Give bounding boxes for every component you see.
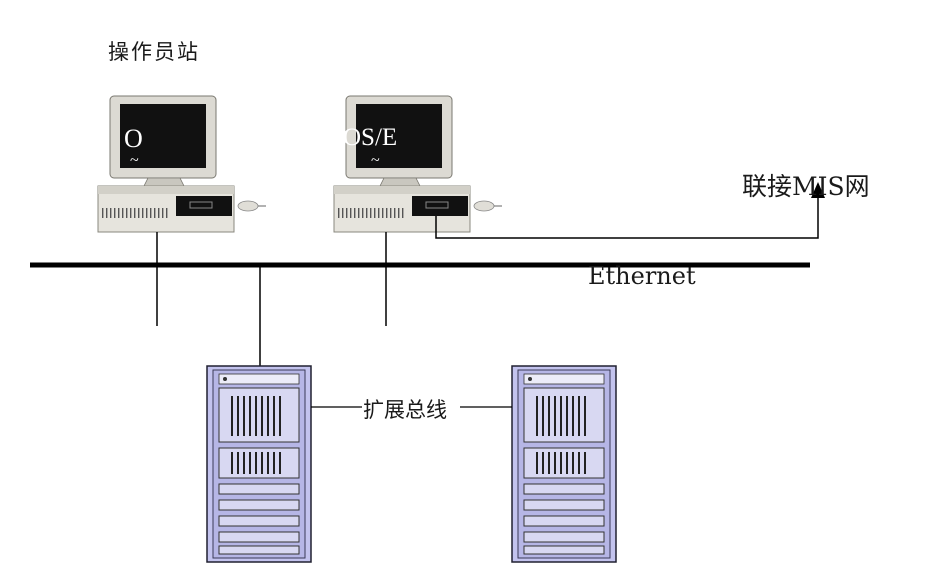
screen-sub-1: ~ <box>130 152 139 169</box>
workstation-1 <box>97 95 267 233</box>
arrow-up-icon <box>811 182 825 198</box>
screen-text-2: OS/E <box>343 124 398 151</box>
expansion-bus-label: 扩展总线 <box>363 394 447 424</box>
control-cabinet-2 <box>511 365 617 563</box>
screen-text-1: O <box>124 124 143 153</box>
workstation-2 <box>333 95 503 233</box>
control-cabinet-1 <box>206 365 312 563</box>
mis-link-line <box>435 196 819 239</box>
ethernet-label: Ethernet <box>588 262 696 290</box>
mis-link-label: 联接MIS网 <box>742 172 870 201</box>
screen-sub-2: ~ <box>371 152 380 169</box>
operator-station-label: 操作员站 <box>108 40 200 64</box>
